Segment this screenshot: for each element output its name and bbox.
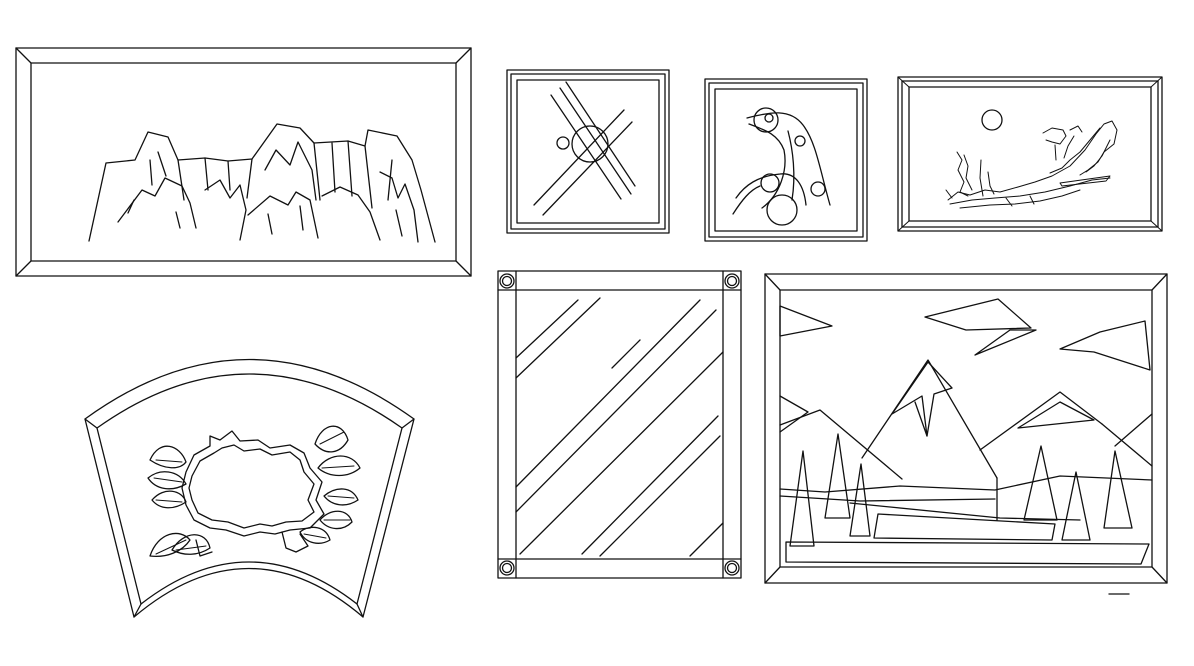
moon-and-cliff-sketch (945, 109, 1118, 209)
corner-rosette-tr (724, 273, 740, 289)
corner-rosette-br (724, 560, 740, 576)
abstract-lines-frame (506, 69, 670, 234)
crossing-lines-art (533, 81, 636, 216)
curves-and-circles-art (732, 107, 831, 226)
fan-frame (84, 358, 415, 618)
geometric-landscape-frame (764, 273, 1168, 584)
rocky-mountains-art (88, 123, 436, 243)
mirror-frame (497, 270, 742, 579)
geometric-landscape-art (779, 298, 1153, 565)
mountain-landscape-frame (15, 47, 472, 277)
glass-reflection-lines (515, 297, 724, 557)
sketch-landscape-frame (897, 76, 1163, 232)
abstract-circles-frame (704, 78, 868, 242)
leaf-cartouche-art (147, 425, 361, 558)
corner-rosette-bl (499, 560, 515, 576)
corner-rosette-tl (499, 273, 515, 289)
